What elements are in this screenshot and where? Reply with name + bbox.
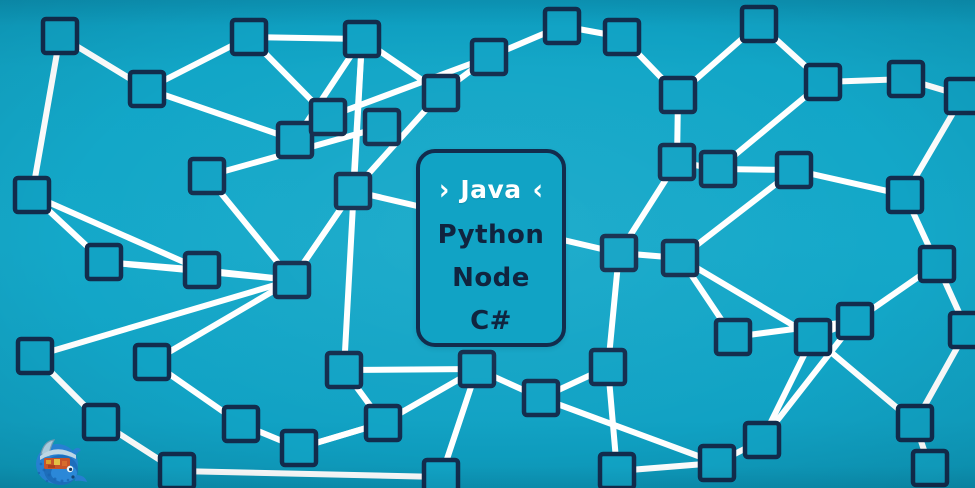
network-node: [917, 244, 957, 284]
network-node: [324, 350, 364, 390]
network-node: [15, 336, 55, 376]
network-node: [40, 16, 80, 56]
network-node: [793, 317, 833, 357]
network-node: [279, 428, 319, 468]
network-link: [29, 192, 205, 273]
network-link: [144, 86, 298, 143]
network-node: [12, 175, 52, 215]
network-link: [677, 255, 816, 340]
network-node: [469, 37, 509, 77]
chevron-right-icon: ›: [439, 172, 450, 207]
network-node: [84, 242, 124, 282]
network-node: [342, 19, 382, 59]
network-node: [885, 175, 925, 215]
network-node: [698, 149, 738, 189]
network-node: [275, 120, 315, 160]
network-node: [660, 238, 700, 278]
network-node: [742, 420, 782, 460]
network-node: [421, 457, 461, 488]
network-node: [943, 76, 975, 116]
network-node: [803, 62, 843, 102]
network-link: [325, 54, 492, 120]
network-link: [32, 277, 295, 359]
network-node: [947, 310, 975, 350]
network-node: [658, 75, 698, 115]
network-link: [174, 468, 444, 480]
network-node: [127, 69, 167, 109]
languages-card[interactable]: › Java ‹ Python Node C#: [416, 149, 566, 347]
network-node: [521, 378, 561, 418]
mascot-fin-left: [41, 440, 54, 456]
network-node: [697, 443, 737, 483]
mascot-pupil: [69, 467, 73, 471]
mascot-scales: [37, 462, 70, 483]
card-label-java: Java: [460, 175, 522, 204]
mascot-helmet: [40, 449, 76, 460]
network-node: [774, 150, 814, 190]
card-java-row: › Java ‹: [439, 172, 543, 207]
network-link: [538, 395, 720, 466]
mascot-visor-pixel-3: [62, 461, 67, 466]
network-node: [157, 451, 197, 488]
network-node: [182, 250, 222, 290]
network-node: [333, 171, 373, 211]
mascot-tail: [75, 475, 87, 482]
network-node: [835, 301, 875, 341]
network-node: [895, 403, 935, 443]
mascot-visor-pixel-1: [46, 460, 51, 464]
network-node: [457, 349, 497, 389]
card-label-node: Node: [452, 263, 530, 293]
network-node: [602, 17, 642, 57]
network-link: [759, 318, 858, 443]
mascot-visor-pixel-2: [54, 459, 60, 465]
mascot-visor-pixel-4: [48, 465, 55, 468]
card-label-python: Python: [437, 220, 545, 250]
network-link: [29, 33, 63, 198]
network-node: [187, 156, 227, 196]
network-nodes: [12, 4, 975, 488]
network-node: [363, 403, 403, 443]
card-label-csharp: C#: [470, 306, 512, 336]
network-node: [713, 317, 753, 357]
network-node: [910, 448, 950, 488]
network-node: [229, 17, 269, 57]
network-node: [272, 260, 312, 300]
network-node: [421, 73, 461, 113]
network-node: [739, 4, 779, 44]
network-node: [657, 142, 697, 182]
network-node: [308, 97, 348, 137]
network-node: [599, 233, 639, 273]
network-node: [886, 59, 926, 99]
network-node: [542, 6, 582, 46]
network-node: [597, 451, 637, 488]
network-node: [221, 404, 261, 444]
network-node: [362, 107, 402, 147]
network-node: [81, 402, 121, 442]
chevron-left-icon: ‹: [532, 172, 543, 207]
network-node: [132, 342, 172, 382]
dragon-mascot-logo: [36, 439, 87, 485]
mascot-nostril: [71, 475, 75, 479]
network-link: [341, 366, 480, 373]
network-link: [149, 277, 295, 365]
network-node: [588, 347, 628, 387]
